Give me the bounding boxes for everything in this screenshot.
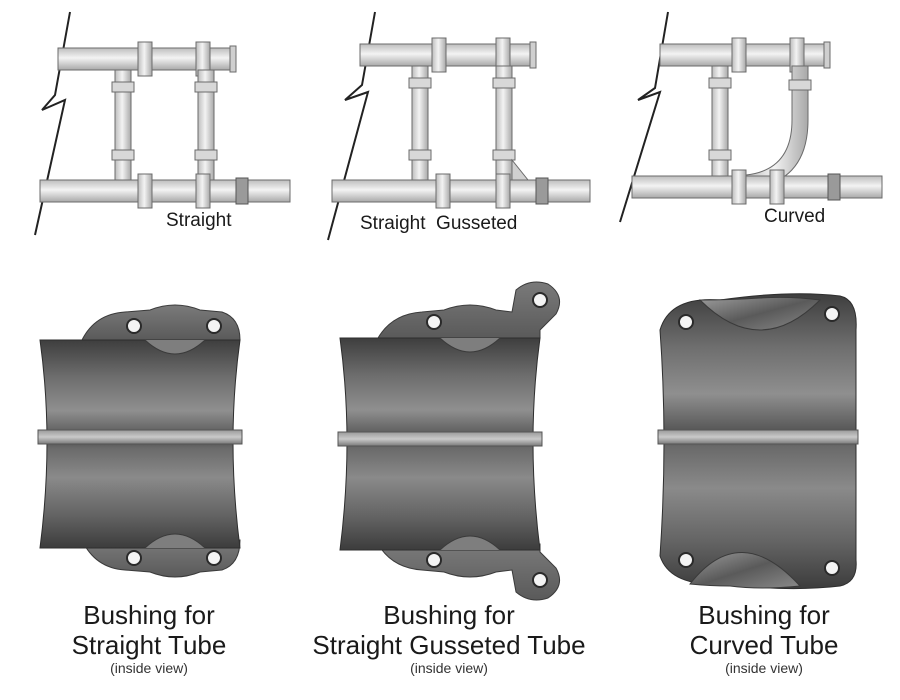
top-swirl bbox=[698, 296, 822, 331]
caption-line1: Bushing for bbox=[698, 600, 830, 630]
caption-sub: (inside view) bbox=[410, 660, 488, 676]
upper-joint-left bbox=[137, 41, 153, 77]
strut-left-collar-bottom bbox=[708, 149, 732, 161]
bushing-caption-curved: Bushing for Curved Tube (inside view) bbox=[690, 600, 839, 676]
strut-left-collar-top bbox=[708, 77, 732, 89]
bolt-hole bbox=[824, 306, 840, 322]
diagram-straight-gusseted bbox=[327, 11, 591, 241]
strut-left-collar-top bbox=[111, 81, 135, 93]
caption-sub: (inside view) bbox=[110, 660, 188, 676]
bolt-hole bbox=[678, 314, 694, 330]
bolt-hole bbox=[678, 552, 694, 568]
bushing-caption-straight-gusseted: Bushing for Straight Gusseted Tube (insi… bbox=[312, 600, 585, 676]
bottom-flange bbox=[377, 543, 561, 601]
bolt-hole bbox=[206, 550, 222, 566]
lower-joint-left bbox=[137, 173, 153, 209]
bottom-notch bbox=[439, 535, 501, 551]
lower-joint-left bbox=[435, 173, 451, 209]
caption-line1: Bushing for bbox=[83, 600, 215, 630]
strut-left-collar-top bbox=[408, 77, 432, 89]
lower-joint-right bbox=[195, 173, 211, 209]
caption-line2: Straight Gusseted Tube bbox=[312, 630, 586, 660]
lower-tube bbox=[39, 179, 291, 203]
top-flange bbox=[81, 304, 241, 341]
bolt-hole bbox=[824, 560, 840, 576]
diagram-straight bbox=[34, 11, 291, 236]
top-notch bbox=[144, 339, 206, 355]
caption-line1: Bushing for bbox=[383, 600, 515, 630]
bushing-curved bbox=[657, 293, 859, 590]
upper-tube-end bbox=[529, 41, 537, 69]
bushing-straight-gusseted bbox=[337, 281, 561, 601]
curved-strut-collar bbox=[788, 79, 812, 91]
upper-joint-left bbox=[731, 37, 747, 73]
center-ridge bbox=[37, 429, 243, 445]
strut-left-collar-bottom bbox=[408, 149, 432, 161]
bushing-caption-straight: Bushing for Straight Tube (inside view) bbox=[72, 600, 227, 676]
bolt-hole bbox=[426, 314, 442, 330]
strut-right-collar-top bbox=[492, 77, 516, 89]
upper-tube-end bbox=[229, 45, 237, 73]
lower-tube bbox=[331, 179, 591, 203]
strut-left-collar-bottom bbox=[111, 149, 135, 161]
caption-line2: Straight Tube bbox=[71, 630, 227, 660]
bottom-notch bbox=[144, 533, 206, 549]
diagram-label-straight: Straight bbox=[166, 210, 232, 231]
lower-joint-right bbox=[495, 173, 511, 209]
bolt-hole bbox=[426, 552, 442, 568]
gusset bbox=[511, 158, 530, 181]
diagram-curved bbox=[619, 11, 883, 223]
top-notch bbox=[439, 337, 501, 353]
lower-joint-left bbox=[731, 169, 747, 205]
strut-right-collar-top bbox=[194, 81, 218, 93]
top-flange bbox=[377, 281, 561, 339]
caption-sub: (inside view) bbox=[725, 660, 803, 676]
center-ridge bbox=[337, 431, 543, 447]
upper-joint-left bbox=[431, 37, 447, 73]
bolt-hole bbox=[532, 292, 548, 308]
lower-joint-right bbox=[769, 169, 785, 205]
break-line bbox=[619, 11, 669, 223]
bolt-hole bbox=[206, 318, 222, 334]
lower-ring bbox=[535, 177, 549, 205]
lower-ring bbox=[235, 177, 249, 205]
bottom-swirl bbox=[689, 552, 802, 589]
bushing-straight bbox=[37, 304, 243, 578]
caption-line2: Curved Tube bbox=[689, 630, 839, 660]
center-ridge bbox=[657, 429, 859, 445]
diagram-label-curved: Curved bbox=[764, 206, 826, 227]
bolt-hole bbox=[126, 318, 142, 334]
lower-ring bbox=[827, 173, 841, 201]
strut-right-collar-bottom bbox=[194, 149, 218, 161]
diagram-label-straight-gusseted: Straight Gusseted bbox=[360, 213, 518, 234]
lower-tube bbox=[631, 175, 883, 199]
upper-tube-end bbox=[823, 41, 831, 69]
bolt-hole bbox=[532, 572, 548, 588]
strut-right-collar-bottom bbox=[492, 149, 516, 161]
bottom-flange bbox=[81, 539, 241, 578]
bolt-hole bbox=[126, 550, 142, 566]
